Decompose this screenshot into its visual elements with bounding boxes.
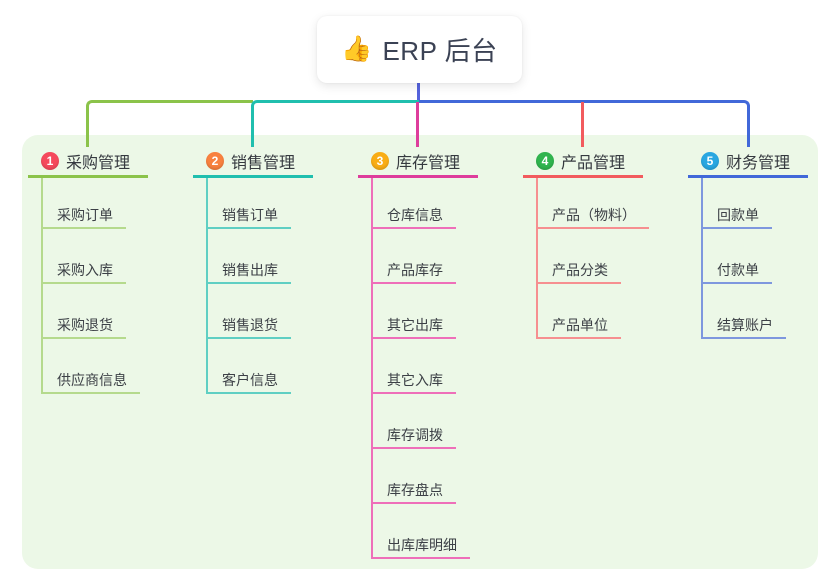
child-topic[interactable]: 产品（物料） xyxy=(536,205,649,229)
branches-panel xyxy=(22,135,818,569)
branch-topic-label: 采购管理 xyxy=(66,154,131,172)
root-topic[interactable]: 👍 ERP 后台 xyxy=(317,16,522,83)
branch-badge-3: 3 xyxy=(371,151,389,170)
connector-root-drop xyxy=(417,83,420,103)
child-topic[interactable]: 销售退货 xyxy=(206,315,291,339)
connector-branch-4 xyxy=(581,102,584,147)
child-topic[interactable]: 产品库存 xyxy=(371,260,456,284)
child-topic[interactable]: 付款单 xyxy=(701,260,772,284)
root-topic-label: ERP 后台 xyxy=(382,36,498,66)
child-topic[interactable]: 采购入库 xyxy=(41,260,126,284)
branch-badge-5: 5 xyxy=(701,151,719,170)
branch-child-spine xyxy=(536,177,538,339)
connector-branch-2 xyxy=(251,100,419,147)
branch-child-spine xyxy=(371,177,373,559)
child-topic[interactable]: 库存调拨 xyxy=(371,425,456,449)
child-topic[interactable]: 结算账户 xyxy=(701,315,786,339)
child-topic[interactable]: 供应商信息 xyxy=(41,370,140,394)
thumbs-up-icon: 👍 xyxy=(341,35,373,63)
branch-topic-4[interactable]: 4 产品管理 xyxy=(523,146,643,178)
child-topic[interactable]: 出库库明细 xyxy=(371,535,470,559)
child-topic[interactable]: 销售出库 xyxy=(206,260,291,284)
connector-branch-1 xyxy=(86,100,253,147)
branch-child-spine xyxy=(701,177,703,339)
child-topic[interactable]: 其它出库 xyxy=(371,315,456,339)
branch-topic-label: 产品管理 xyxy=(561,154,626,172)
child-topic[interactable]: 库存盘点 xyxy=(371,480,456,504)
branch-badge-2: 2 xyxy=(206,151,224,170)
branch-topic-label: 库存管理 xyxy=(396,154,461,172)
branch-badge-4: 4 xyxy=(536,151,554,170)
branch-badge-1: 1 xyxy=(41,151,59,170)
connector-branch-5 xyxy=(419,100,750,147)
child-topic[interactable]: 采购订单 xyxy=(41,205,126,229)
connector-branch-3 xyxy=(416,102,419,147)
branch-topic-label: 财务管理 xyxy=(726,154,791,172)
child-topic[interactable]: 回款单 xyxy=(701,205,772,229)
child-topic[interactable]: 产品分类 xyxy=(536,260,621,284)
branch-topic-label: 销售管理 xyxy=(231,154,296,172)
branch-topic-3[interactable]: 3 库存管理 xyxy=(358,146,478,178)
branch-child-spine xyxy=(206,177,208,394)
child-topic[interactable]: 其它入库 xyxy=(371,370,456,394)
child-topic[interactable]: 销售订单 xyxy=(206,205,291,229)
child-topic[interactable]: 产品单位 xyxy=(536,315,621,339)
child-topic[interactable]: 采购退货 xyxy=(41,315,126,339)
branch-topic-1[interactable]: 1 采购管理 xyxy=(28,146,148,178)
child-topic[interactable]: 客户信息 xyxy=(206,370,291,394)
child-topic[interactable]: 仓库信息 xyxy=(371,205,456,229)
branch-topic-2[interactable]: 2 销售管理 xyxy=(193,146,313,178)
branch-topic-5[interactable]: 5 财务管理 xyxy=(688,146,808,178)
branch-child-spine xyxy=(41,177,43,394)
